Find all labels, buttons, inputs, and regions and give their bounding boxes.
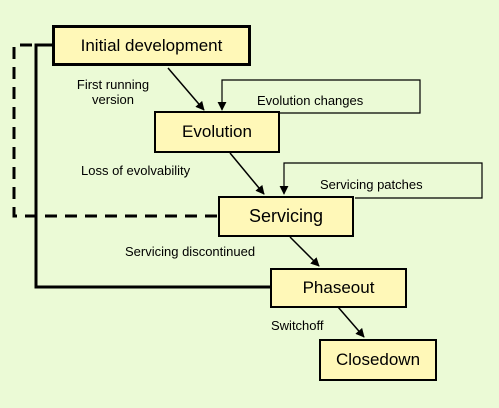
switchoff-label: Switchoff [271, 318, 324, 333]
first-running-line1: First running [76, 77, 150, 92]
switchoff-arrow [337, 306, 365, 338]
phaseout-label: Phaseout [302, 278, 375, 297]
evolution-label: Evolution [182, 122, 252, 141]
servicing-patches-label: Servicing patches [320, 177, 423, 192]
dashed-initial-to-servicing-line [12, 43, 218, 218]
loss-of-evolvability-arrow [229, 152, 265, 195]
servicing-discontinued-label: Servicing discontinued [125, 244, 256, 259]
initial-development-box: Initial development [52, 25, 251, 66]
servicing-box: Servicing [218, 196, 354, 237]
initial-development-label: Initial development [80, 35, 223, 55]
evolution-changes-loop-arrow [217, 79, 421, 114]
phaseout-box: Phaseout [270, 268, 407, 308]
servicing-patches-loop-arrow [279, 162, 483, 199]
evolution-changes-label: Evolution changes [257, 93, 364, 108]
closedown-box: Closedown [319, 339, 437, 381]
evolution-box: Evolution [154, 111, 280, 153]
first-running-line2: version [92, 92, 134, 107]
servicing-label: Servicing [248, 206, 324, 226]
first-running-arrow [167, 67, 205, 111]
servicing-discontinued-arrow [289, 236, 320, 267]
solid-initial-to-phaseout-line [34, 43, 270, 289]
first-running-version-label: First running version [69, 77, 157, 107]
loss-of-evolvability-label: Loss of evolvability [81, 163, 191, 178]
closedown-label: Closedown [335, 350, 421, 369]
